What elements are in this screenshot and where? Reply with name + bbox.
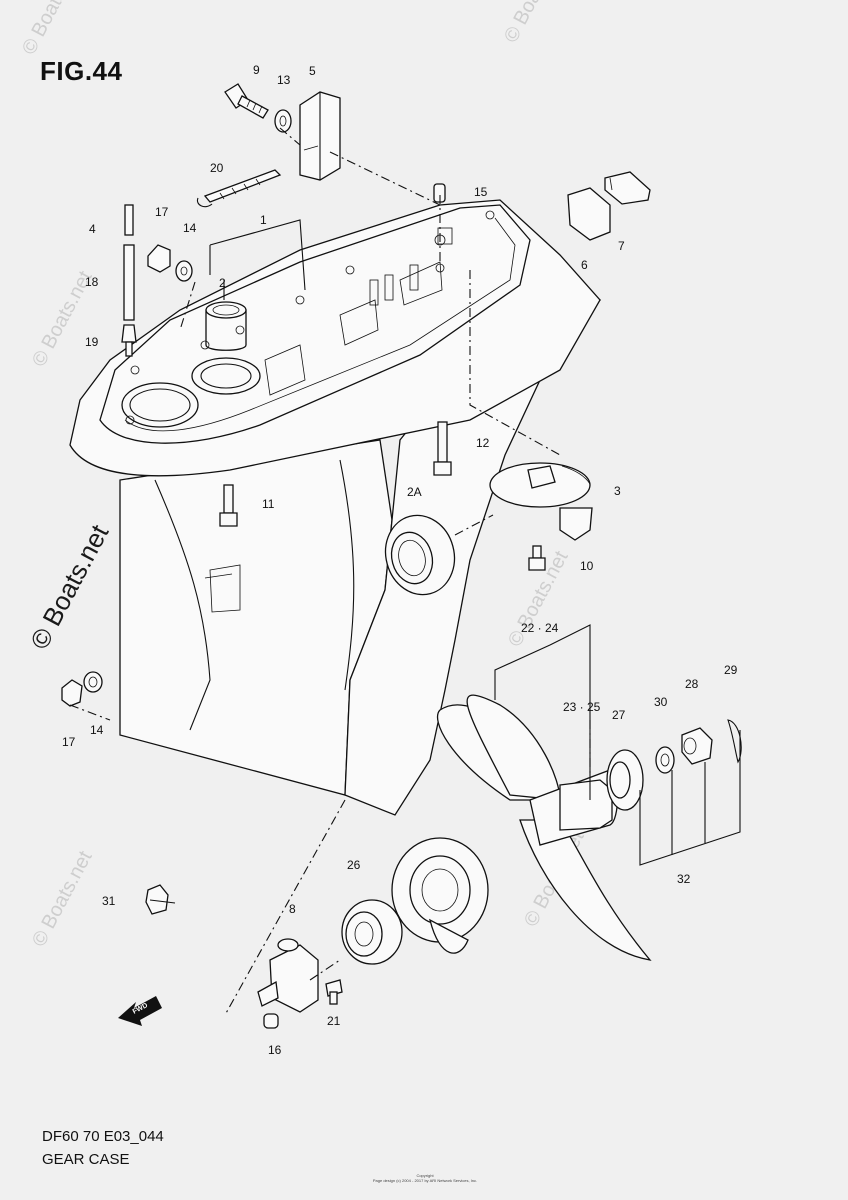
- callout-14-bottom: 14: [90, 723, 104, 737]
- part-2a-bearing: [384, 514, 456, 596]
- part-9-bolt: [224, 83, 269, 119]
- part-4-18-19-stud: [121, 204, 137, 357]
- part-20-strap: [196, 169, 282, 208]
- callout-16: 16: [268, 1043, 282, 1057]
- part-12-bolt: [433, 421, 452, 476]
- callout-18: 18: [85, 275, 99, 289]
- part-5-anode: [299, 91, 341, 181]
- callout-14-top: 14: [183, 221, 197, 235]
- callout-32: 32: [677, 872, 691, 886]
- callout-5: 5: [309, 64, 316, 78]
- callout-20: 20: [210, 161, 224, 175]
- callout-12: 12: [476, 436, 490, 450]
- figure-title: FIG.44: [40, 56, 123, 86]
- callout-9: 9: [253, 63, 260, 77]
- callout-11: 11: [262, 497, 275, 511]
- gear-case-body: [69, 199, 601, 816]
- part-10-bolt: [528, 545, 546, 571]
- callout-2a: 2A: [407, 485, 422, 499]
- callout-27: 27: [612, 708, 626, 722]
- figure-code: DF60 70 E03_044: [42, 1128, 164, 1145]
- callout-3: 3: [614, 484, 621, 498]
- callout-19: 19: [85, 335, 99, 349]
- part-26-bearing: [341, 899, 403, 965]
- callout-22-24: 22 · 24: [521, 621, 559, 635]
- figure-name: GEAR CASE: [42, 1151, 130, 1168]
- callout-21: 21: [327, 1014, 341, 1028]
- callout-31: 31: [102, 894, 116, 908]
- leader-lines: [69, 127, 741, 1016]
- part-17-14-plug-bottom: [61, 671, 103, 707]
- copyright-notice: Copyright Page design (c) 2004 - 2017 by…: [372, 1173, 478, 1183]
- callout-8: 8: [289, 902, 296, 916]
- callout-6: 6: [581, 258, 588, 272]
- part-27-hub: [606, 749, 644, 811]
- callout-10: 10: [580, 559, 594, 573]
- part-16-pin: [263, 1013, 279, 1029]
- part-28-nut: [681, 727, 713, 765]
- callout-15: 15: [474, 185, 488, 199]
- part-11-bolt: [219, 484, 238, 527]
- part-6-7-tabs: [567, 171, 651, 241]
- callout-26: 26: [347, 858, 361, 872]
- callout-30: 30: [654, 695, 668, 709]
- part-3-trim-tab: [489, 462, 593, 541]
- callout-28: 28: [685, 677, 699, 691]
- part-29-cotter-pin: [727, 719, 742, 764]
- callout-29: 29: [724, 663, 738, 677]
- callout-2: 2: [219, 276, 226, 290]
- callout-1: 1: [260, 213, 267, 227]
- part-31-plug: [145, 884, 169, 915]
- callout-7: 7: [618, 239, 625, 253]
- part-21-bolt: [325, 979, 343, 1005]
- part-13-washer: [274, 109, 292, 133]
- callout-labels: 9 13 5 20 15 17 14 1 4 7 6 2 18 19 12 2A…: [62, 63, 738, 1057]
- part-30-washer: [655, 746, 675, 774]
- fwd-arrow-icon: FWD: [118, 996, 162, 1026]
- callout-4: 4: [89, 222, 96, 236]
- callout-17-bottom: 17: [62, 735, 76, 749]
- part-17-14-plug-top: [147, 244, 193, 282]
- callout-23-25: 23 · 25: [563, 700, 601, 714]
- callout-13: 13: [277, 73, 291, 87]
- callout-17-top: 17: [155, 205, 169, 219]
- part-8-block: [257, 938, 319, 1013]
